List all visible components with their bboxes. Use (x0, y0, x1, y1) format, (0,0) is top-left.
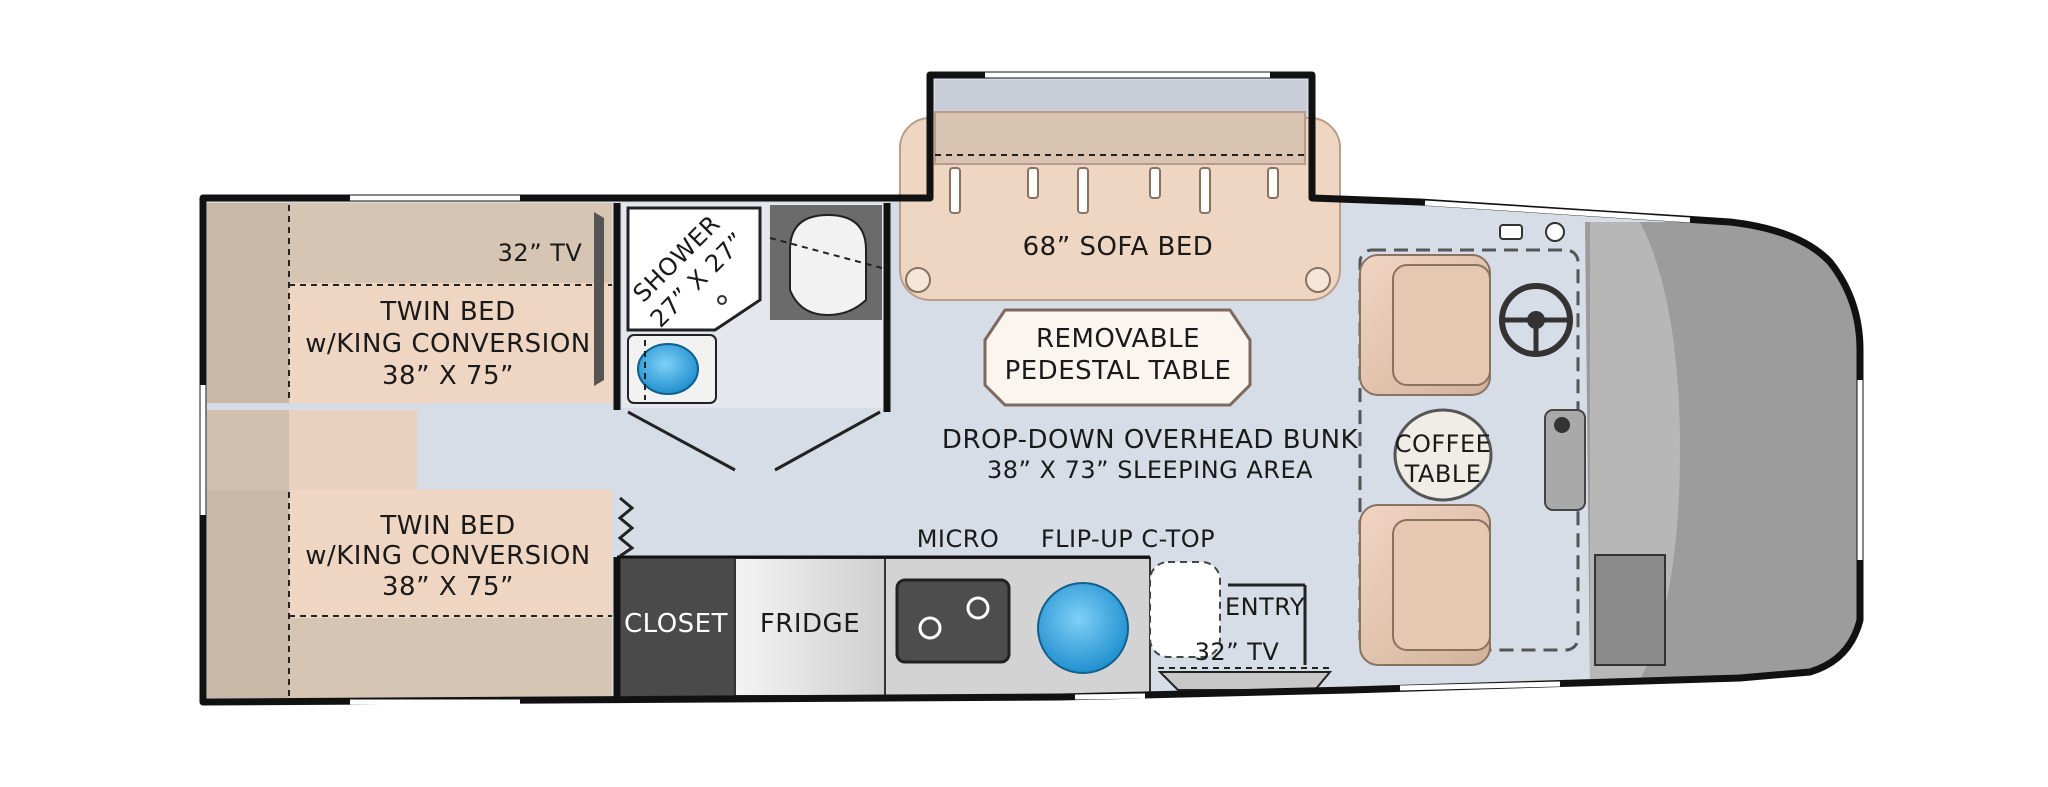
coffee-table (1393, 408, 1493, 502)
walls (199, 71, 1864, 706)
galley (620, 557, 1333, 697)
twin-bed-top-label: TWIN BED (379, 297, 515, 327)
dash-dial-icon (1545, 222, 1565, 242)
tv-front-label: 32” TV (1195, 638, 1280, 666)
shower-drain-icon (717, 295, 727, 305)
twin-bed-bottom-label: TWIN BED (379, 511, 515, 541)
bed-top-pillow (289, 203, 612, 283)
front-seating (1358, 222, 1666, 666)
pedestal-table-label: PEDESTAL TABLE (1005, 356, 1232, 386)
galley-sink-icon (1037, 582, 1129, 674)
closet (620, 558, 735, 696)
bed-bottom-foot (289, 618, 612, 698)
tv-rear-label: 32” TV (498, 239, 583, 267)
entry-label: ENTRY (1225, 593, 1305, 621)
passenger-seat (1359, 504, 1491, 666)
bed-bottom-head (207, 490, 289, 698)
front-tv-icon (1157, 671, 1333, 691)
cab-console (1544, 409, 1586, 511)
sofa-arm-left (905, 267, 931, 293)
cab-step (1594, 554, 1666, 666)
burner-icon (918, 616, 942, 640)
sofa-bed-label: 68” SOFA BED (1023, 232, 1214, 262)
rear-tv-icon (594, 212, 604, 386)
shower (626, 206, 762, 332)
flip-up-countertop (1149, 561, 1221, 658)
fridge-label: FRIDGE (760, 609, 860, 639)
burner-icon (966, 596, 990, 620)
micro-label: MICRO (917, 525, 1000, 553)
pedestal-table-label: REMOVABLE (1036, 324, 1200, 354)
bath-sink-icon (637, 343, 699, 395)
twin-bed-bottom-label: w/KING CONVERSION (305, 541, 591, 571)
console-knob-icon (1554, 417, 1570, 433)
twin-bed-bottom-size: 38” X 75” (382, 572, 514, 602)
flip-up-label: FLIP-UP C-TOP (1041, 525, 1215, 553)
sofa-slideout (899, 111, 1341, 301)
sofa-arm-right (1305, 267, 1331, 293)
fridge (734, 557, 886, 697)
overhead-bunk-size: 38” X 73” SLEEPING AREA (987, 456, 1313, 484)
rear-bedroom (207, 203, 635, 698)
overhead-bunk-label: DROP-DOWN OVERHEAD BUNK (942, 425, 1359, 455)
bed-top-head (207, 203, 289, 403)
dash-button-icon (1499, 224, 1523, 240)
coffee-table-label: COFFEE (1395, 430, 1492, 458)
bed-filler-edge (207, 410, 289, 490)
pedestal-table (983, 308, 1252, 407)
twin-bed-top-label: w/KING CONVERSION (305, 329, 591, 359)
driver-seat (1359, 254, 1491, 396)
stove (895, 578, 1011, 664)
coffee-table-label: TABLE (1404, 460, 1482, 488)
sofa-back (934, 111, 1306, 165)
steering-wheel-icon (1499, 283, 1573, 357)
bathroom (622, 203, 887, 472)
bed-ladder-icon (617, 496, 635, 558)
closet-label: CLOSET (624, 609, 728, 639)
outer-wall (199, 71, 1864, 706)
twin-bed-top-size: 38” X 75” (382, 361, 514, 391)
toilet-icon (789, 213, 867, 317)
